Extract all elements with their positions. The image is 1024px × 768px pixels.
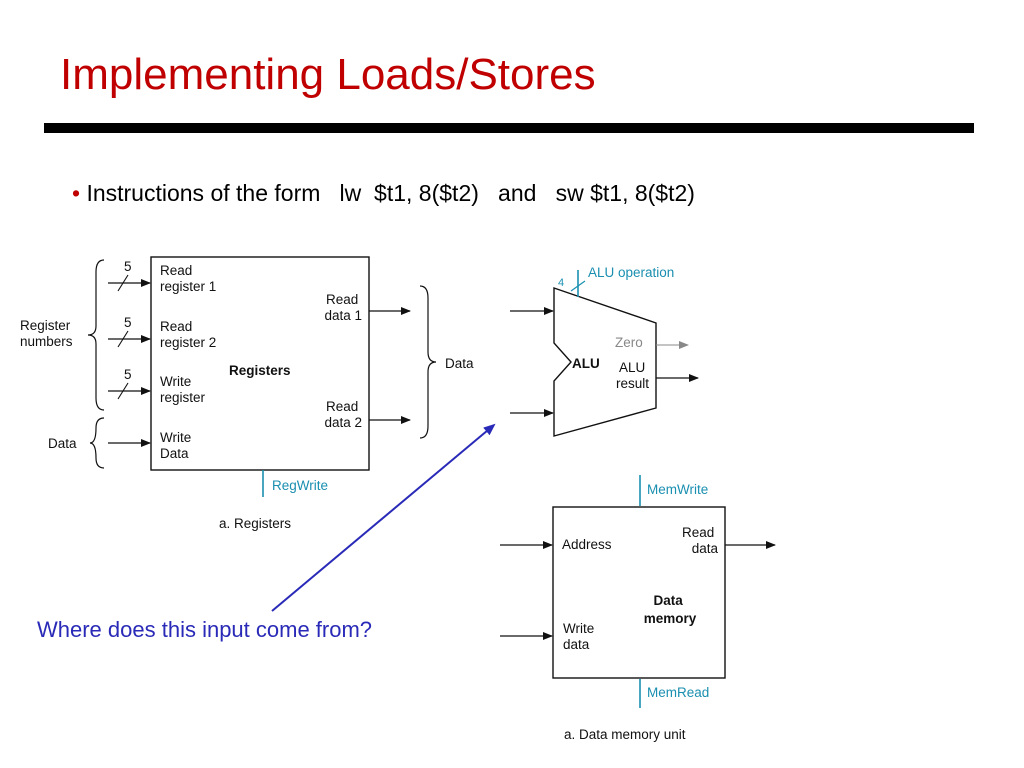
write-data-label: Write Data [160, 430, 195, 461]
alu-zero-label: Zero [615, 335, 643, 350]
alu-operation-label: ALU operation [588, 265, 674, 280]
slide-title: Implementing Loads/Stores [60, 50, 596, 99]
read-register-2-label: Read register 2 [160, 319, 216, 350]
write-register-label: Write register [160, 374, 206, 405]
bus-width-3: 5 [124, 367, 132, 382]
read-data-1-label: Read data 1 [324, 292, 362, 323]
register-file-box [150, 256, 370, 471]
bus-slash-1 [117, 274, 129, 292]
data-memory-unit: MemWrite Address Read data Data memory W… [500, 475, 776, 742]
bullet-text: Instructions of the form lw $t1, 8($t2) … [86, 180, 695, 206]
question-pointer-arrow [271, 423, 496, 612]
alu-unit: ALU 4 ALU operation Zero ALU result [510, 265, 699, 437]
bullet-dot: • [72, 180, 87, 206]
address-label: Address [562, 537, 612, 552]
data-out-brace [419, 285, 437, 439]
regwrite-label: RegWrite [272, 478, 328, 493]
memwrite-label: MemWrite [647, 482, 708, 497]
mem-read-data-label: Read data [682, 525, 719, 556]
registers-caption: a. Registers [219, 516, 291, 531]
data-memory-caption: a. Data memory unit [564, 727, 686, 742]
question-text: Where does this input come from? [37, 617, 373, 642]
data-in-brace [89, 417, 105, 469]
mem-write-data-label: Write data [563, 621, 598, 652]
register-numbers-label: Register numbers [20, 318, 74, 349]
bus-width-2: 5 [124, 315, 132, 330]
register-numbers-brace [87, 259, 105, 411]
title-divider [44, 123, 974, 133]
read-data-2-label: Read data 2 [324, 399, 362, 430]
data-out-label: Data [445, 356, 474, 371]
data-memory-box [552, 506, 726, 679]
bus-width-1: 5 [124, 259, 132, 274]
alu-op-slash [570, 280, 586, 292]
registers-title: Registers [229, 363, 291, 378]
bus-slash-3 [117, 382, 129, 400]
data-in-label: Data [48, 436, 77, 451]
data-memory-title: Data memory [644, 593, 697, 626]
bus-slash-2 [117, 330, 129, 348]
register-file: 5 5 5 Read register 1 Read register 2 Wr… [20, 256, 474, 531]
alu-result-label: ALU result [616, 360, 649, 391]
read-register-1-label: Read register 1 [160, 263, 216, 294]
bullet-item: • Instructions of the form lw $t1, 8($t2… [72, 180, 695, 207]
alu-label: ALU [572, 356, 600, 371]
alu-op-width: 4 [558, 277, 564, 289]
alu-shape [553, 287, 657, 437]
memread-label: MemRead [647, 685, 709, 700]
